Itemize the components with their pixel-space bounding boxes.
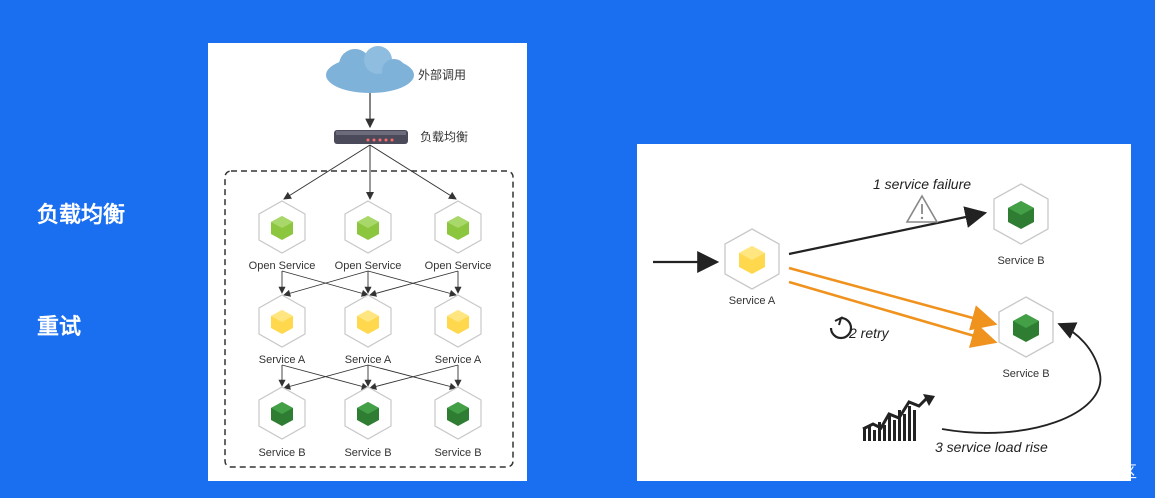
service-b-bottom-label: Service B (1002, 368, 1049, 380)
retry-icon (829, 316, 853, 340)
open-service-node (434, 200, 482, 254)
warning-icon (905, 194, 939, 223)
load-balance-label: 负载均衡 (37, 203, 126, 228)
open-service-label: Open Service (335, 260, 402, 272)
open-service-label: Open Service (249, 260, 316, 272)
service-a-label: Service A (729, 295, 776, 307)
service-a-label: Service A (345, 354, 392, 366)
load-balancer-icon (334, 130, 408, 144)
service-b-node (998, 296, 1054, 358)
open-service-label: Open Service (425, 260, 492, 272)
service-a-node (344, 294, 392, 348)
load-rise-chart-icon (862, 394, 935, 441)
open-service-node (258, 200, 306, 254)
service-b-node (993, 183, 1049, 245)
service-a-node (434, 294, 482, 348)
retry-step-label: 2 retry (848, 325, 890, 341)
service-a-label: Service A (259, 354, 306, 366)
service-b-label: Service B (344, 447, 391, 459)
service-b-label: Service B (258, 447, 305, 459)
retry-svg: Service A Service B Service B 1 service … (653, 176, 1102, 455)
service-b-label: Service B (434, 447, 481, 459)
failure-label: 1 service failure (873, 176, 971, 192)
watermark: @稀土掘金技术社区 (992, 462, 1137, 481)
load-balancer-label: 负载均衡 (420, 130, 468, 144)
service-b-node (344, 386, 392, 440)
load-balance-diagram: 外部调用 负载均衡 (208, 43, 527, 481)
service-a-node (724, 228, 780, 290)
open-service-node (344, 200, 392, 254)
load-rise-label: 3 service load rise (935, 439, 1048, 455)
cloud-icon (326, 46, 414, 93)
service-a-label: Service A (435, 354, 482, 366)
external-call-label: 外部调用 (418, 67, 466, 82)
service-b-node (434, 386, 482, 440)
service-b-top-label: Service B (997, 255, 1044, 267)
cluster-boundary (224, 170, 514, 468)
service-a-node (258, 294, 306, 348)
retry-diagram: Service A Service B Service B 1 service … (637, 144, 1131, 481)
load-balance-svg: 外部调用 负载均衡 (224, 46, 514, 468)
service-b-node (258, 386, 306, 440)
retry-label: 重试 (37, 315, 82, 340)
